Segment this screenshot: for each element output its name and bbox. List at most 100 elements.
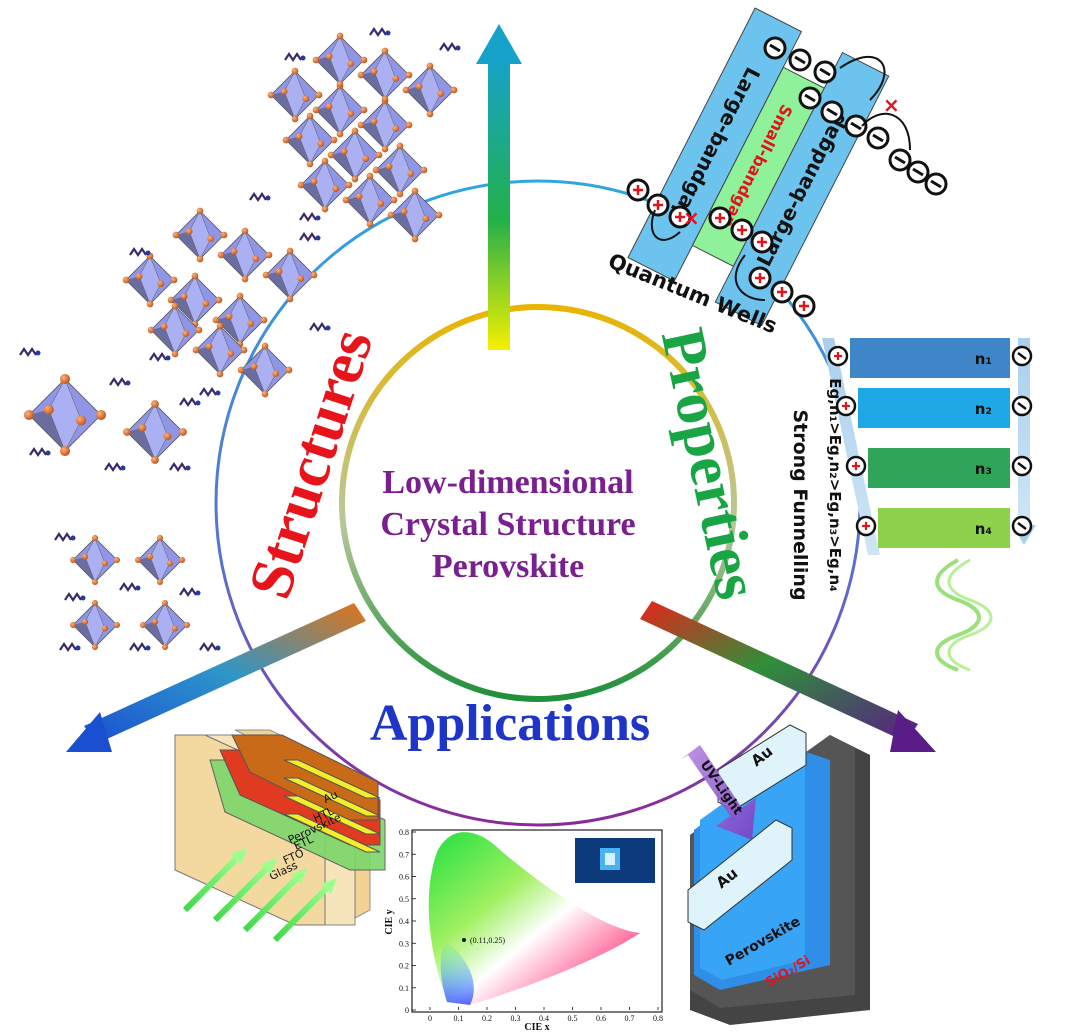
cie-ytick-6: 0.6 (399, 873, 409, 882)
cie-xtick-2: 0.2 (482, 1014, 492, 1023)
funnelling-diagram: n₁ n₂ n₃ n₄ Eg,n₁>Eg,n₂>Eg,n₃>Eg,n₄ Strong … (789, 338, 1036, 672)
organic-cation-3d-1 (369, 27, 391, 37)
electron-5 (844, 114, 868, 138)
electron-level-3 (1011, 455, 1033, 477)
organic-cation-3d-0 (284, 52, 306, 62)
octahedron-3d-9 (312, 32, 368, 88)
organic-cation-3d-3 (299, 212, 321, 222)
organic-cation-1d-3 (29, 447, 51, 457)
cie-xtick-5: 0.5 (568, 1014, 578, 1023)
organic-cation-0d-5 (199, 642, 221, 652)
arrow-left-applications (66, 603, 366, 752)
energy-level-label-2: n₂ (975, 400, 992, 418)
organic-cation-2d-0 (129, 247, 151, 257)
organic-cation-2d-3 (309, 322, 331, 332)
energy-level-1: n₁ (827, 338, 1033, 378)
cie-ytick-8: 0.8 (399, 828, 409, 837)
energy-level-label-3: n₃ (975, 460, 992, 478)
cie-xtick-1: 0.1 (454, 1014, 464, 1023)
octahedron-3d-0 (267, 67, 323, 123)
organic-cation-2d-4 (249, 192, 271, 202)
organic-cation-1d-5 (169, 462, 191, 472)
energy-level-4: n₄ (855, 508, 1033, 548)
organic-cation-0d-4 (129, 642, 151, 652)
octahedron-0d-2 (69, 599, 121, 651)
cie-ylabel: CIE y (384, 909, 395, 934)
cie-ytick-7: 0.7 (399, 850, 409, 859)
funnelling-caption: Strong Funnelling (789, 409, 811, 600)
hole-7 (770, 280, 794, 304)
bandgap-relation: Eg,n₁>Eg,n₂>Eg,n₃>Eg,n₄ (826, 378, 844, 591)
cie-xtick-4: 0.4 (539, 1014, 549, 1023)
arrow-right-applications (640, 601, 936, 752)
properties-label: Properties (648, 323, 772, 605)
cie-point-marker (462, 938, 466, 942)
hole-level-1 (827, 345, 849, 367)
au-electrode-bottom (687, 819, 793, 931)
octahedron-0d-1 (134, 534, 186, 586)
electron-3 (798, 86, 822, 110)
electron-2 (813, 60, 837, 84)
octahedron-2d-8 (262, 247, 318, 303)
cie-xtick-6: 0.6 (596, 1014, 606, 1023)
energy-level-2: n₂ (835, 388, 1033, 428)
emission-wave-icon-2 (947, 558, 993, 672)
organic-cation-0d-2 (119, 582, 141, 592)
octahedron-3d-1 (312, 82, 368, 138)
octahedron-1d-1 (123, 400, 187, 464)
octahedron-2d-3 (147, 302, 203, 358)
electron-level-1 (1011, 345, 1033, 367)
cie-xtick-3: 0.3 (511, 1014, 521, 1023)
octahedron-3d-5 (372, 142, 428, 198)
octahedron-2d-5 (237, 342, 293, 398)
organic-cation-3d-2 (439, 42, 461, 52)
octahedron-3d-10 (357, 47, 413, 103)
cie-xtick-8: 0.8 (653, 1014, 663, 1023)
funnel-left-arrow (822, 338, 880, 555)
octahedron-3d-6 (297, 157, 353, 213)
octahedron-3d-4 (327, 127, 383, 183)
electron-7 (888, 148, 912, 172)
inner-ring (339, 304, 737, 702)
cie-ytick-2: 0.2 (399, 962, 409, 971)
cie-ytick-3: 0.3 (399, 939, 409, 948)
organic-cation-0d-0 (54, 532, 76, 542)
energy-level-label-1: n₁ (975, 350, 992, 368)
cie-ytick-4: 0.4 (399, 917, 409, 926)
organic-cation-2d-2 (149, 352, 171, 362)
electron-4 (820, 100, 844, 124)
blocked-transfer-cross-2: × (683, 206, 700, 230)
hole-6 (748, 266, 772, 290)
incident-light-arrow-3 (242, 868, 307, 933)
organic-cation-1d-2 (104, 462, 126, 472)
electron-level-4 (1011, 515, 1033, 537)
octahedron-3d-7 (342, 172, 398, 228)
electron-level-2 (1011, 395, 1033, 417)
center-line-1: Low-dimensional (382, 464, 633, 501)
electron-0 (763, 36, 787, 60)
octahedron-0d-3 (139, 599, 191, 651)
octahedron-2d-2 (212, 292, 268, 348)
cie-xtick-0: 0 (428, 1014, 432, 1023)
quantum-wells-carriers: ×× (626, 36, 948, 318)
incident-light-arrow-2 (212, 858, 277, 923)
photodetector-device: UV-Light Au Au Perovskite SiO₂/Si (680, 724, 870, 1025)
hole-8 (792, 294, 816, 318)
electron-1 (788, 48, 812, 72)
octahedron-2d-6 (172, 207, 228, 263)
center-line-3: Perovskite (432, 548, 584, 585)
energy-level-3: n₃ (845, 448, 1033, 488)
electron-9 (924, 172, 948, 196)
hole-0 (626, 178, 650, 202)
octahedron-2d-4 (192, 322, 248, 378)
cie-xlabel: CIE x (524, 1022, 549, 1033)
funnel-right-arrow (1018, 338, 1030, 530)
cie-gamut (428, 832, 640, 1005)
organic-cation-0d-3 (179, 587, 201, 597)
blocked-transfer-cross-1: × (883, 93, 900, 117)
cie-ytick-0: 0 (405, 1006, 409, 1015)
organic-cation-1d-1 (109, 377, 131, 387)
cie-xtick-7: 0.7 (625, 1014, 635, 1023)
center-title: Low-dimensional Crystal Structure Perovs… (380, 464, 635, 585)
